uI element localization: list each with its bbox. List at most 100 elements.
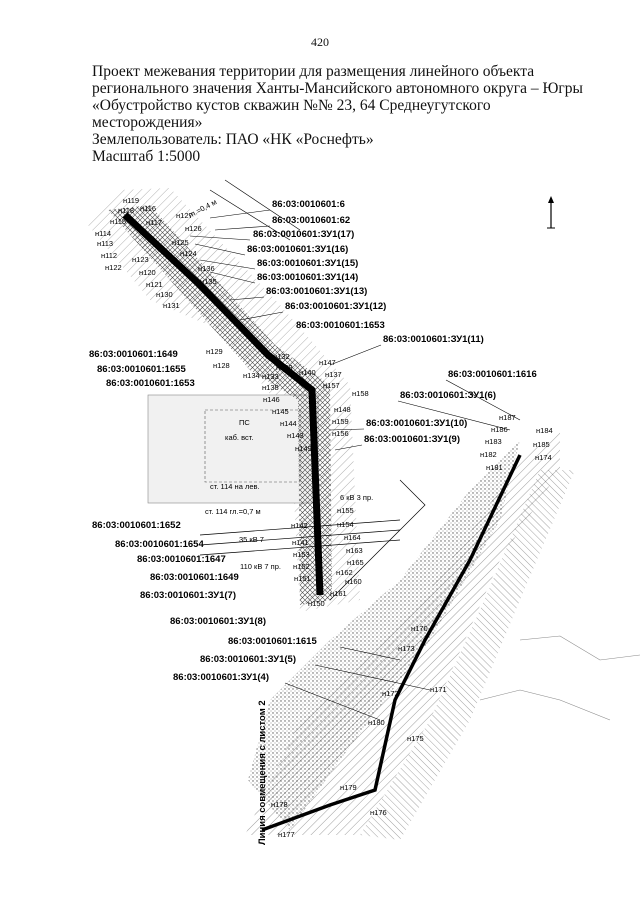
depth-annotation: гп.=0,4 м [187,197,219,219]
parcel-label: 86:03:0010601:ЗУ1(15) [257,258,358,269]
parcel-label: 86:03:0010601:ЗУ1(17) [253,229,354,240]
point-label: н140 [299,368,316,377]
heading-line-6: Масштаб 1:5000 [92,148,201,165]
point-label: н163 [346,546,363,555]
point-label: н173 [398,644,415,653]
parcel-label: 86:03:0010601:ЗУ1(13) [266,286,367,297]
point-label: н149 [295,444,312,453]
point-label: н144 [280,419,297,428]
parcel-label: 86:03:0010601:ЗУ1(14) [257,272,358,283]
parcel-label: 86:03:0010601:6 [272,199,345,210]
point-label: н142 [291,521,308,530]
parcel-labels: 86:03:0010601:6 86:03:0010601:62 86:03:0… [89,199,537,683]
parcel-label: 86:03:0010601:1649 [89,349,178,360]
point-label: н133 [262,372,279,381]
parcel-label: 86:03:0010601:1654 [115,539,204,550]
point-label: н127 [176,211,193,220]
parcel-label: 86:03:0010601:ЗУ1(9) [364,434,460,445]
point-label: н183 [485,437,502,446]
parcel-label: 86:03:0010601:ЗУ1(10) [366,418,467,429]
point-label: н177 [278,830,295,839]
point-label: н181 [486,463,503,472]
point-label: н150 [308,599,325,608]
point-label: н182 [480,450,497,459]
point-label: н141 [292,538,309,547]
point-label: н116 [140,204,156,213]
point-label: н147 [319,358,336,367]
point-label: н120 [139,268,156,277]
point-label: н186 [491,425,508,434]
point-label: н129 [206,347,223,356]
point-label: н185 [533,440,550,449]
parcel-label: 86:03:0010601:ЗУ1(5) [200,654,296,665]
point-label: н115 [110,217,126,226]
point-label: н138 [262,383,279,392]
parcel-label: 86:03:0010601:1647 [137,554,226,565]
parcel-label: 86:03:0010601:1653 [296,320,385,331]
north-arrow-icon [547,196,555,229]
parcel-label: 86:03:0010601:1649 [150,572,239,583]
point-label: н148 [334,405,351,414]
point-label: н135 [200,277,217,286]
substation-label: ПС [239,418,250,427]
point-label: н187 [499,413,516,422]
point-label: н119 [123,196,139,205]
power-line-35kv: 35 кВ 7 [239,535,264,544]
point-label: н174 [535,453,552,462]
point-label: н132 [273,352,290,361]
match-line-label: Линия совмещения с листом 2 [257,700,268,845]
point-label: н125 [172,238,189,247]
point-label: н151 [294,574,311,583]
power-line-110kv: 110 кВ 7 пр. [240,562,281,571]
point-label: н128 [213,361,230,370]
point-label: н122 [105,263,122,272]
point-label: н123 [132,255,149,264]
parcel-label: 86:03:0010601:ЗУ1(16) [247,244,348,255]
heading-line-3: «Обустройство кустов скважин №№ 23, 64 С… [92,97,491,114]
point-label: н164 [344,533,361,542]
point-label: н118 [118,206,134,215]
point-label: н137 [325,370,342,379]
point-label: н156 [332,429,349,438]
territory-background [88,188,640,840]
parcel-label: 86:03:0010601:ЗУ1(4) [173,672,269,683]
cable-annotation: каб. вст. [225,433,253,442]
point-label: н176 [370,808,387,817]
point-label: н134 [243,371,260,380]
point-label: н180 [368,718,385,727]
point-label: н160 [345,577,362,586]
point-label: н178 [271,800,288,809]
leader-lines [189,209,521,721]
point-label: н112 [101,251,117,260]
post-annotation: ст. 114 на лев. [210,482,260,491]
heading-line-4: месторождения» [92,114,203,131]
heading-line-1: Проект межевания территории для размещен… [92,63,535,80]
parcel-label: 86:03:0010601:1615 [228,636,317,647]
point-label: н124 [180,249,197,258]
point-label: н162 [336,568,353,577]
point-label: н152 [293,562,310,571]
point-label: н126 [185,224,202,233]
parcel-label: 86:03:0010601:ЗУ1(12) [285,301,386,312]
parcel-label: 86:03:0010601:1655 [97,364,186,375]
point-label: н131 [163,301,180,310]
point-label: н172 [382,689,399,698]
point-label: н159 [332,417,349,426]
point-label: н165 [347,558,364,567]
point-label: н130 [156,290,173,299]
parcel-label: 86:03:0010601:1616 [448,369,537,380]
parcel-label: 86:03:0010601:62 [272,215,350,226]
point-label: н145 [272,407,289,416]
point-label: н179 [340,783,357,792]
heading-line-2: регионального значения Ханты-Мансийского… [92,80,583,97]
point-label: н153 [293,550,310,559]
point-label: н146 [263,395,280,404]
parcel-label: 86:03:0010601:1653 [106,378,195,389]
post-depth-annotation: ст. 114 гл.=0,7 м [205,507,261,516]
point-label: н113 [97,239,113,248]
heading-line-5: Землепользователь: ПАО «НК «Роснефть» [92,131,374,148]
point-label: н114 [95,229,111,238]
document-heading: Проект межевания территории для размещен… [92,63,612,165]
parcel-label: 86:03:0010601:1652 [92,520,181,531]
